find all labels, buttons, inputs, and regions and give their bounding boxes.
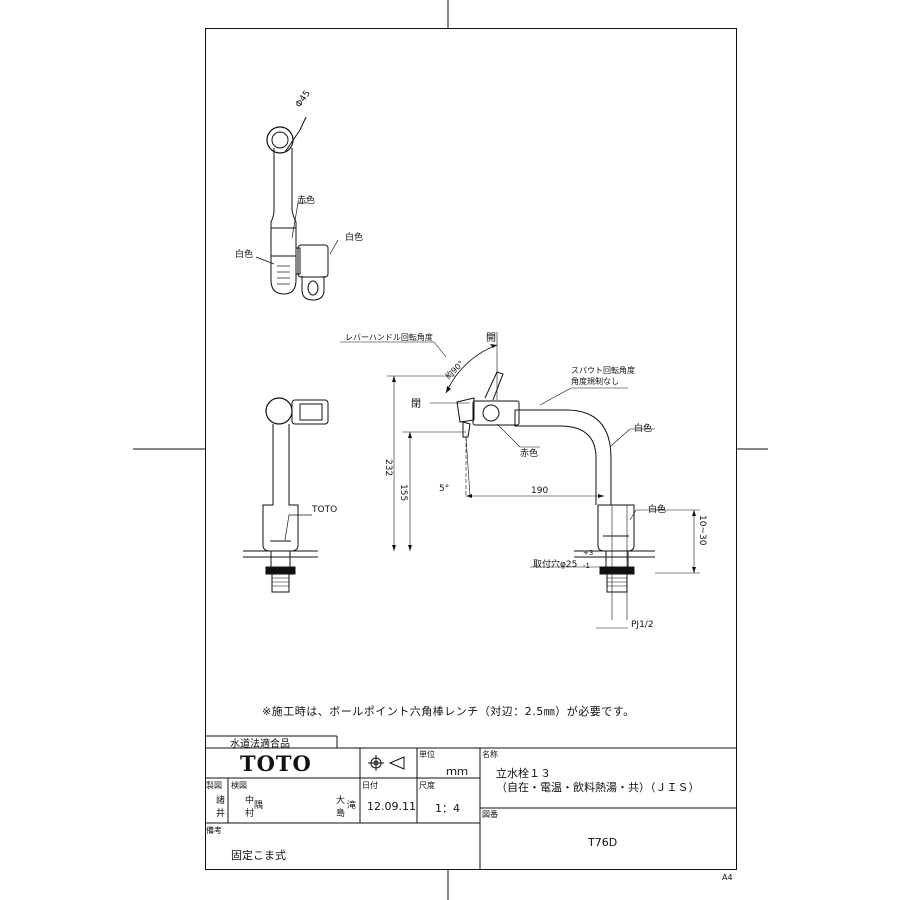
- red-front-label: 赤色: [520, 449, 539, 459]
- compliance-label: 水道法適合品: [230, 739, 290, 750]
- white-color-label-right: 白色: [345, 233, 364, 243]
- dim-190-label: 190: [531, 486, 549, 496]
- scale-head: 尺度: [419, 781, 435, 790]
- dim-155-label: 155: [398, 484, 408, 502]
- tolerance-minus: -1: [583, 562, 590, 570]
- drawing-no-value: T76D: [588, 836, 618, 849]
- made-head: 製図: [206, 781, 222, 790]
- toto-logo: TOTO: [240, 751, 312, 776]
- date-value: 12.09.11: [367, 800, 416, 813]
- remarks-head: 備考: [206, 826, 222, 835]
- remarks-value: 固定こま式: [231, 849, 286, 862]
- spout-angle-label-2: 角度規制なし: [571, 377, 619, 386]
- approve-name-2: 島: [336, 809, 346, 819]
- sheet-size-label: A4: [722, 873, 733, 882]
- toto-side-label: TOTO: [312, 505, 338, 515]
- check-name-1: 中: [245, 796, 255, 806]
- angle-5-label: 5°: [439, 484, 450, 494]
- lever-angle-label: レバーハンドル回転角度: [345, 333, 433, 342]
- date-head: 日付: [362, 781, 378, 790]
- pj-thread-label: PJ1/2: [631, 620, 654, 630]
- approve-name-1: 大: [336, 796, 346, 806]
- name-head: 名称: [482, 750, 498, 759]
- front-view: [340, 332, 700, 629]
- made-name-1: 諸: [216, 796, 226, 806]
- name-line-1: 立水栓１３: [496, 767, 551, 780]
- title-block-lines: [205, 735, 737, 870]
- white-spout-label: 白色: [634, 424, 653, 434]
- spout-angle-label-1: スパウト回転角度: [571, 366, 635, 375]
- installation-note: ※施工時は、ボールポイント六角棒レンチ（対辺：2.5㎜）が必要です。: [262, 705, 635, 718]
- check-head: 検図: [231, 781, 247, 790]
- made-name-2: 井: [216, 809, 226, 819]
- check-name-2: 村: [245, 809, 255, 819]
- white-color-label-left: 白色: [235, 250, 254, 260]
- tolerance-plus: +3: [583, 549, 594, 557]
- close-label: 閉: [411, 399, 421, 410]
- unit-value: ｍｍ: [446, 765, 468, 778]
- white-base-label: 白色: [648, 505, 667, 515]
- scale-value: 1：4: [435, 802, 460, 815]
- approve-name-3: 滝: [347, 801, 357, 811]
- dim-232-label: 232: [383, 459, 393, 477]
- sheet-border: [205, 28, 737, 870]
- check-name-3: 隅: [254, 801, 264, 811]
- red-color-label-top: 赤色: [297, 196, 316, 206]
- top-view: [255, 116, 339, 301]
- dim-10-30-label: 10~30: [697, 515, 707, 546]
- open-label: 開: [486, 333, 496, 344]
- name-line-2: （自在・電温・飲料熱湯・共）（ＪＩＳ）: [496, 781, 700, 794]
- unit-head: 単位: [419, 750, 435, 759]
- drawing-no-head: 図番: [482, 810, 498, 819]
- mount-hole-label: 取付穴φ25: [533, 560, 578, 570]
- side-view: [243, 397, 329, 593]
